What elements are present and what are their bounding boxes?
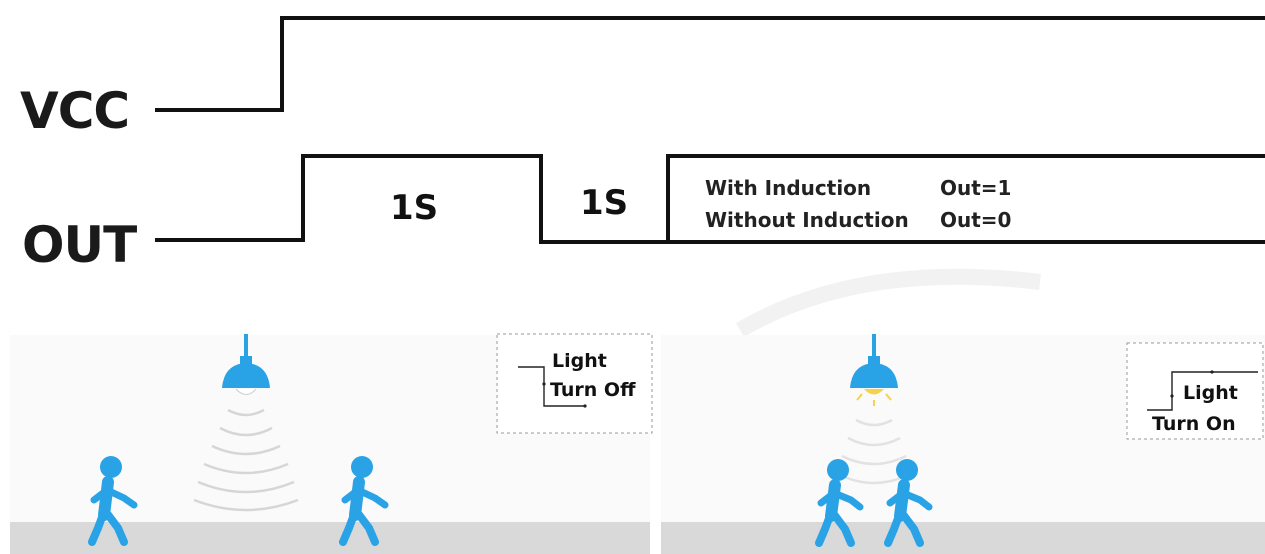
watermark <box>740 277 1040 330</box>
light-off-box: Light Turn Off <box>497 334 652 433</box>
without-induction-value: Out=0 <box>940 208 1011 232</box>
vcc-waveform <box>155 18 1265 110</box>
light-off-line1: Light <box>552 350 607 372</box>
light-off-line2: Turn Off <box>550 379 636 401</box>
ground <box>10 522 650 554</box>
without-induction-label: Without Induction <box>705 208 909 232</box>
ground <box>661 522 1265 554</box>
low-duration-label: 1S <box>580 183 628 223</box>
vcc-label: VCC <box>20 82 129 140</box>
high-duration-label: 1S <box>390 188 438 228</box>
with-induction-label: With Induction <box>705 176 871 200</box>
light-on-line1: Light <box>1183 382 1238 404</box>
light-on-box: Light Turn On <box>1127 343 1263 439</box>
scene-light-off: Light Turn Off <box>10 334 652 554</box>
out-label: OUT <box>22 216 137 274</box>
with-induction-value: Out=1 <box>940 176 1011 200</box>
light-on-line2: Turn On <box>1152 413 1236 435</box>
scene-light-on: Light Turn On <box>661 334 1265 554</box>
